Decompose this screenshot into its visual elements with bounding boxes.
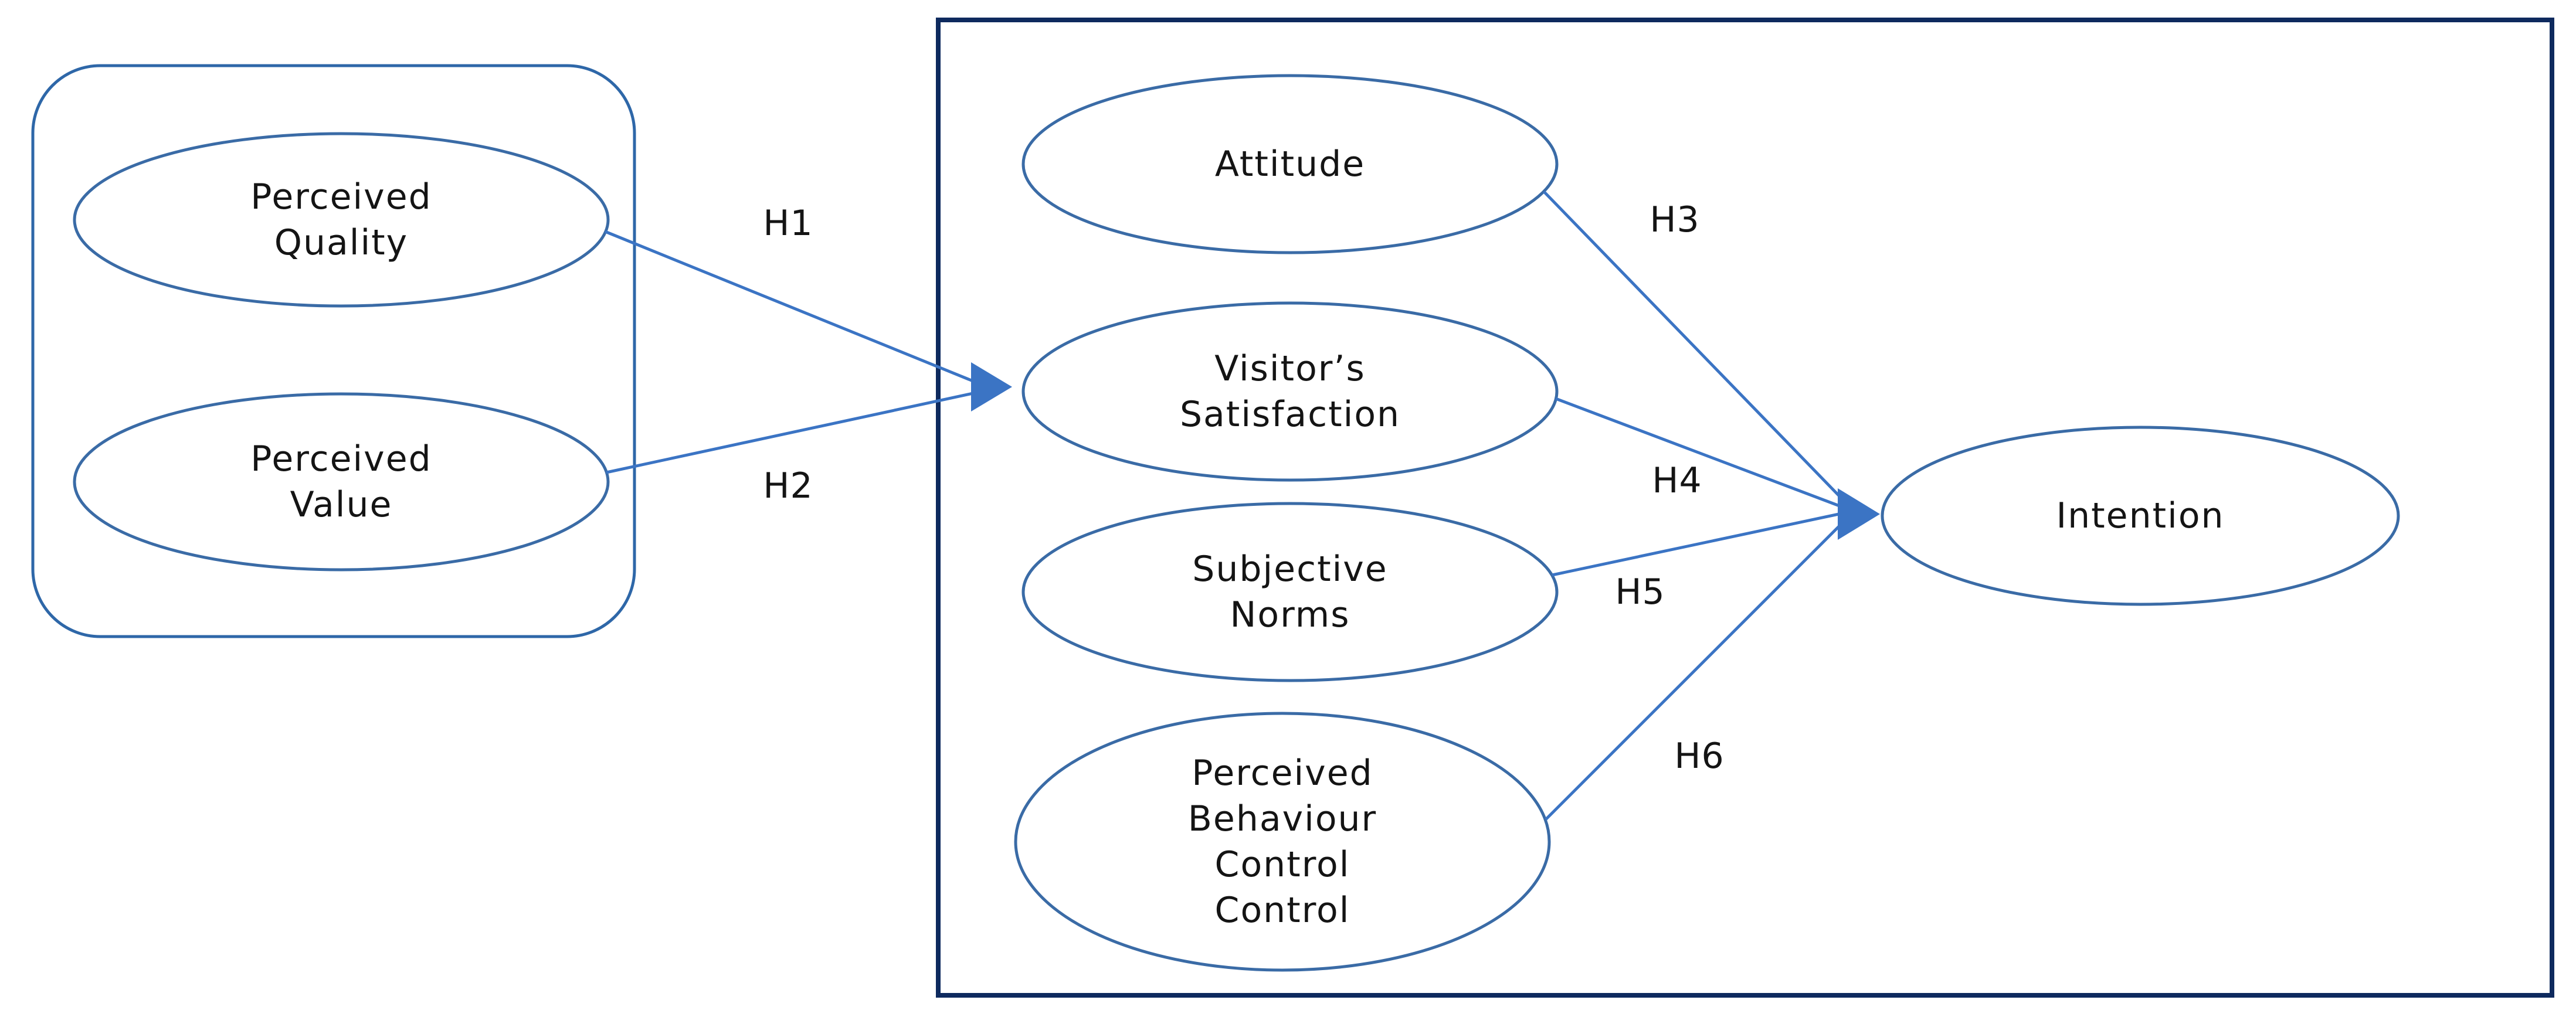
edge-label-h3: H3 <box>1650 199 1700 240</box>
node-attitude-ellipse <box>1021 74 1559 254</box>
node-label-perceived-quality: Perceived Quality <box>250 176 432 263</box>
node-perceived-behaviour-control-ellipse <box>1014 712 1551 972</box>
arrowhead-into-visitors-satisfaction <box>971 362 1012 411</box>
edge-label-h4: H4 <box>1652 460 1702 501</box>
edge-h2-line <box>606 391 976 474</box>
edge-label-h6: H6 <box>1674 736 1725 777</box>
edge-h5-line <box>1552 511 1848 577</box>
edge-h3-line <box>1543 191 1848 505</box>
node-label-attitude: Attitude <box>1214 144 1366 185</box>
node-label-perceived-behaviour-control: Perceived Behaviour Control Control <box>1187 753 1377 931</box>
node-intention-ellipse <box>1881 426 2400 606</box>
node-visitors-satisfaction-ellipse <box>1021 301 1559 482</box>
arrowhead-into-intention <box>1838 488 1880 540</box>
edge-h1-line <box>605 230 976 384</box>
node-subjective-norms-ellipse <box>1021 502 1559 682</box>
node-label-visitors-satisfaction: Visitor’s Satisfaction <box>1179 348 1401 435</box>
edge-label-h5: H5 <box>1615 572 1665 613</box>
antecedents-group-box <box>31 64 636 638</box>
node-label-intention: Intention <box>2056 495 2225 536</box>
node-perceived-value-ellipse <box>73 392 610 572</box>
edge-h4-line <box>1555 397 1848 511</box>
node-label-perceived-value: Perceived Value <box>250 438 432 525</box>
node-label-subjective-norms: Subjective Norms <box>1192 549 1388 635</box>
edge-label-h1: H1 <box>763 203 813 244</box>
model-boundary-box <box>936 18 2554 998</box>
edge-label-h2: H2 <box>763 465 813 506</box>
node-perceived-quality-ellipse <box>73 132 610 308</box>
edge-h6-line <box>1545 517 1848 821</box>
